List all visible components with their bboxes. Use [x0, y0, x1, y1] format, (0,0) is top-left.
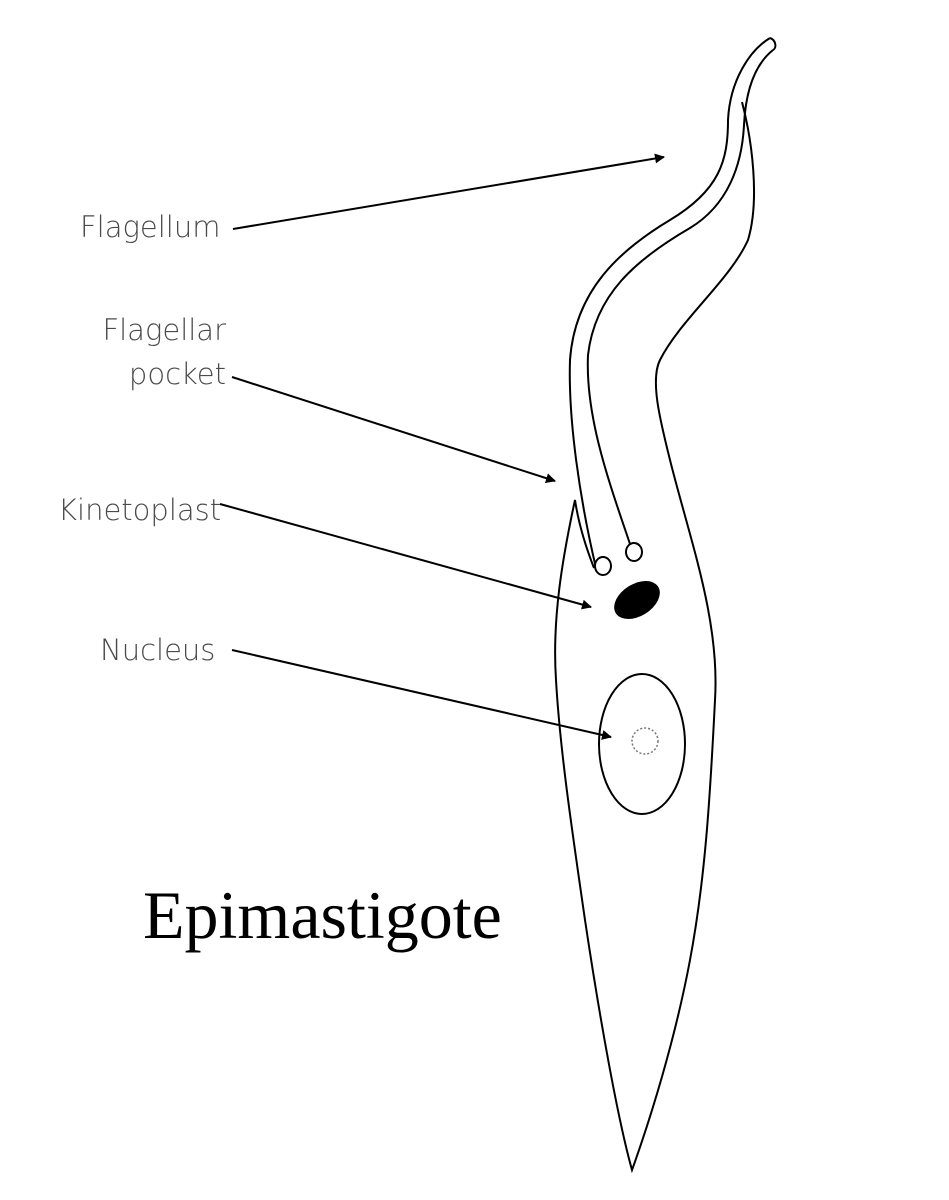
flagellar-pocket-label-line2: pocket [128, 357, 226, 391]
nucleolus-shape [631, 727, 659, 755]
flagellar-pocket-arrow [231, 376, 556, 484]
flagellum-label: Flagellum [80, 210, 221, 244]
flagellum-tip [769, 37, 777, 51]
nucleus-shape [598, 673, 686, 815]
kinetoplast-arrow [219, 503, 592, 610]
flagellum-outer-line [568, 37, 771, 569]
cell-body-outline [554, 101, 755, 1174]
flagellar-pocket-label-line1: Flagellar [102, 313, 226, 347]
nucleus-arrow [231, 649, 612, 740]
flagellar-pocket-bulb-right [625, 542, 643, 562]
diagram-title: Epimastigote [143, 877, 502, 953]
flagellar-pocket-label: Flagellar pocket [96, 308, 226, 396]
flagellum-inner-line [586, 49, 774, 551]
flagellar-pocket-bulb-left [594, 556, 612, 576]
kinetoplast-label: Kinetoplast [58, 493, 222, 527]
flagellum-arrow [232, 153, 665, 230]
kinetoplast-shape [614, 581, 660, 619]
nucleus-label: Nucleus [100, 633, 216, 667]
